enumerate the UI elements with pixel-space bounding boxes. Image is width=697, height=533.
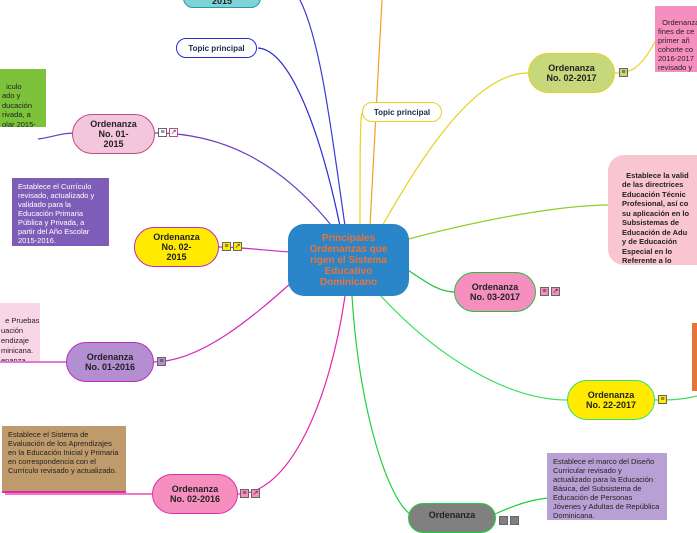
node-01-2015-icons: ≡ ↗	[158, 128, 178, 137]
node-02-2017-icons: ≡	[619, 68, 628, 77]
node-03-2017-icons: ≡ ↗	[540, 287, 560, 296]
link-icon[interactable]: ↗	[233, 242, 242, 251]
note-brown-02-2016: Establece el Sistema de Evaluación de lo…	[2, 426, 126, 493]
note-purple-02-2015: Establece el Currículo revisado, actuali…	[12, 178, 109, 246]
node-ordenanza-22-2017[interactable]: Ordenanza No. 22-2017	[567, 380, 655, 420]
note-pink-02-2017-text: Ordenanza fines de ce primer añ cohorte …	[658, 18, 697, 72]
topic-principal-right[interactable]: Topic principal	[362, 102, 442, 122]
notes-icon[interactable]	[499, 516, 508, 525]
note-lilac-bottom: Establece el marco del Diseño Curricular…	[547, 453, 667, 520]
node-22-2017-icons: ≡	[658, 395, 667, 404]
note-lilac-bottom-text: Establece el marco del Diseño Curricular…	[553, 457, 660, 520]
notes-icon[interactable]: ≡	[240, 489, 249, 498]
notes-icon[interactable]: ≡	[658, 395, 667, 404]
node-ordenanza-03-2017-label: Ordenanza No. 03-2017	[469, 282, 521, 302]
note-peach-right-text: Establece la valid de las directrices Ed…	[622, 170, 690, 266]
node-ordenanza-01-2016-label: Ordenanza No. 01-2016	[84, 352, 136, 372]
topic-principal-left[interactable]: Topic principal	[176, 38, 257, 58]
note-peach-right: Establece la valid de las directrices Ed…	[608, 155, 697, 265]
node-ordenanza-02-2017-label: Ordenanza No. 02-2017	[546, 63, 597, 83]
topic-principal-right-label: Topic principal	[373, 107, 431, 117]
link-icon[interactable]: ↗	[169, 128, 178, 137]
notes-icon[interactable]: ≡	[540, 287, 549, 296]
central-topic[interactable]: Principales Ordenanzas que rigen el Sist…	[288, 224, 409, 296]
node-ordenanza-01-2015[interactable]: Ordenanza No. 01-2015	[72, 114, 155, 154]
node-02-2015-icons: ≡ ↗	[222, 242, 242, 251]
central-topic-label: Principales Ordenanzas que rigen el Sist…	[309, 232, 388, 288]
note-pink-01-2016-text: e Pruebas uación endizaje minicana. enan…	[1, 316, 40, 361]
node-ordenanza-22-2017-label: Ordenanza No. 22-2017	[585, 390, 637, 410]
node-ordenanza-02-2015-label: Ordenanza No. 02-2015	[153, 232, 200, 262]
notes-icon[interactable]: ≡	[619, 68, 628, 77]
note-green-left-text: iculo ado y ducación rivada, a olar 2015…	[2, 81, 36, 128]
node-bottom-icons	[499, 516, 519, 525]
node-top-partial[interactable]: 2015	[183, 0, 261, 8]
note-pink-02-2017: Ordenanza fines de ce primer añ cohorte …	[655, 6, 697, 72]
node-ordenanza-01-2016[interactable]: Ordenanza No. 01-2016	[66, 342, 154, 382]
link-icon[interactable]: ↗	[251, 489, 260, 498]
node-top-partial-label: 2015	[211, 0, 233, 6]
node-ordenanza-02-2016-label: Ordenanza No. 02-2016	[169, 484, 221, 504]
note-pink-01-2016: e Pruebas uación endizaje minicana. enan…	[0, 303, 40, 361]
notes-icon[interactable]: ≡	[158, 128, 167, 137]
node-ordenanza-01-2015-label: Ordenanza No. 01-2015	[90, 119, 137, 149]
link-icon[interactable]	[510, 516, 519, 525]
node-ordenanza-bottom-label: Ordenanza	[428, 510, 476, 520]
topic-principal-left-label: Topic principal	[188, 43, 245, 53]
connector-lines	[0, 0, 697, 515]
note-brown-02-2016-text: Establece el Sistema de Evaluación de lo…	[8, 430, 119, 475]
note-green-left: iculo ado y ducación rivada, a olar 2015…	[0, 69, 46, 127]
node-ordenanza-02-2016[interactable]: Ordenanza No. 02-2016	[152, 474, 238, 514]
node-02-2016-icons: ≡ ↗	[240, 489, 260, 498]
notes-icon[interactable]: ≡	[157, 357, 166, 366]
notes-icon[interactable]: ≡	[222, 242, 231, 251]
link-icon[interactable]: ↗	[551, 287, 560, 296]
note-orange-edge	[692, 323, 697, 391]
node-ordenanza-02-2017[interactable]: Ordenanza No. 02-2017	[528, 53, 615, 93]
node-ordenanza-03-2017[interactable]: Ordenanza No. 03-2017	[454, 272, 536, 312]
node-ordenanza-bottom[interactable]: Ordenanza	[408, 503, 496, 533]
node-01-2016-icons: ≡	[157, 357, 166, 366]
node-ordenanza-02-2015[interactable]: Ordenanza No. 02-2015	[134, 227, 219, 267]
note-purple-02-2015-text: Establece el Currículo revisado, actuali…	[18, 182, 95, 245]
